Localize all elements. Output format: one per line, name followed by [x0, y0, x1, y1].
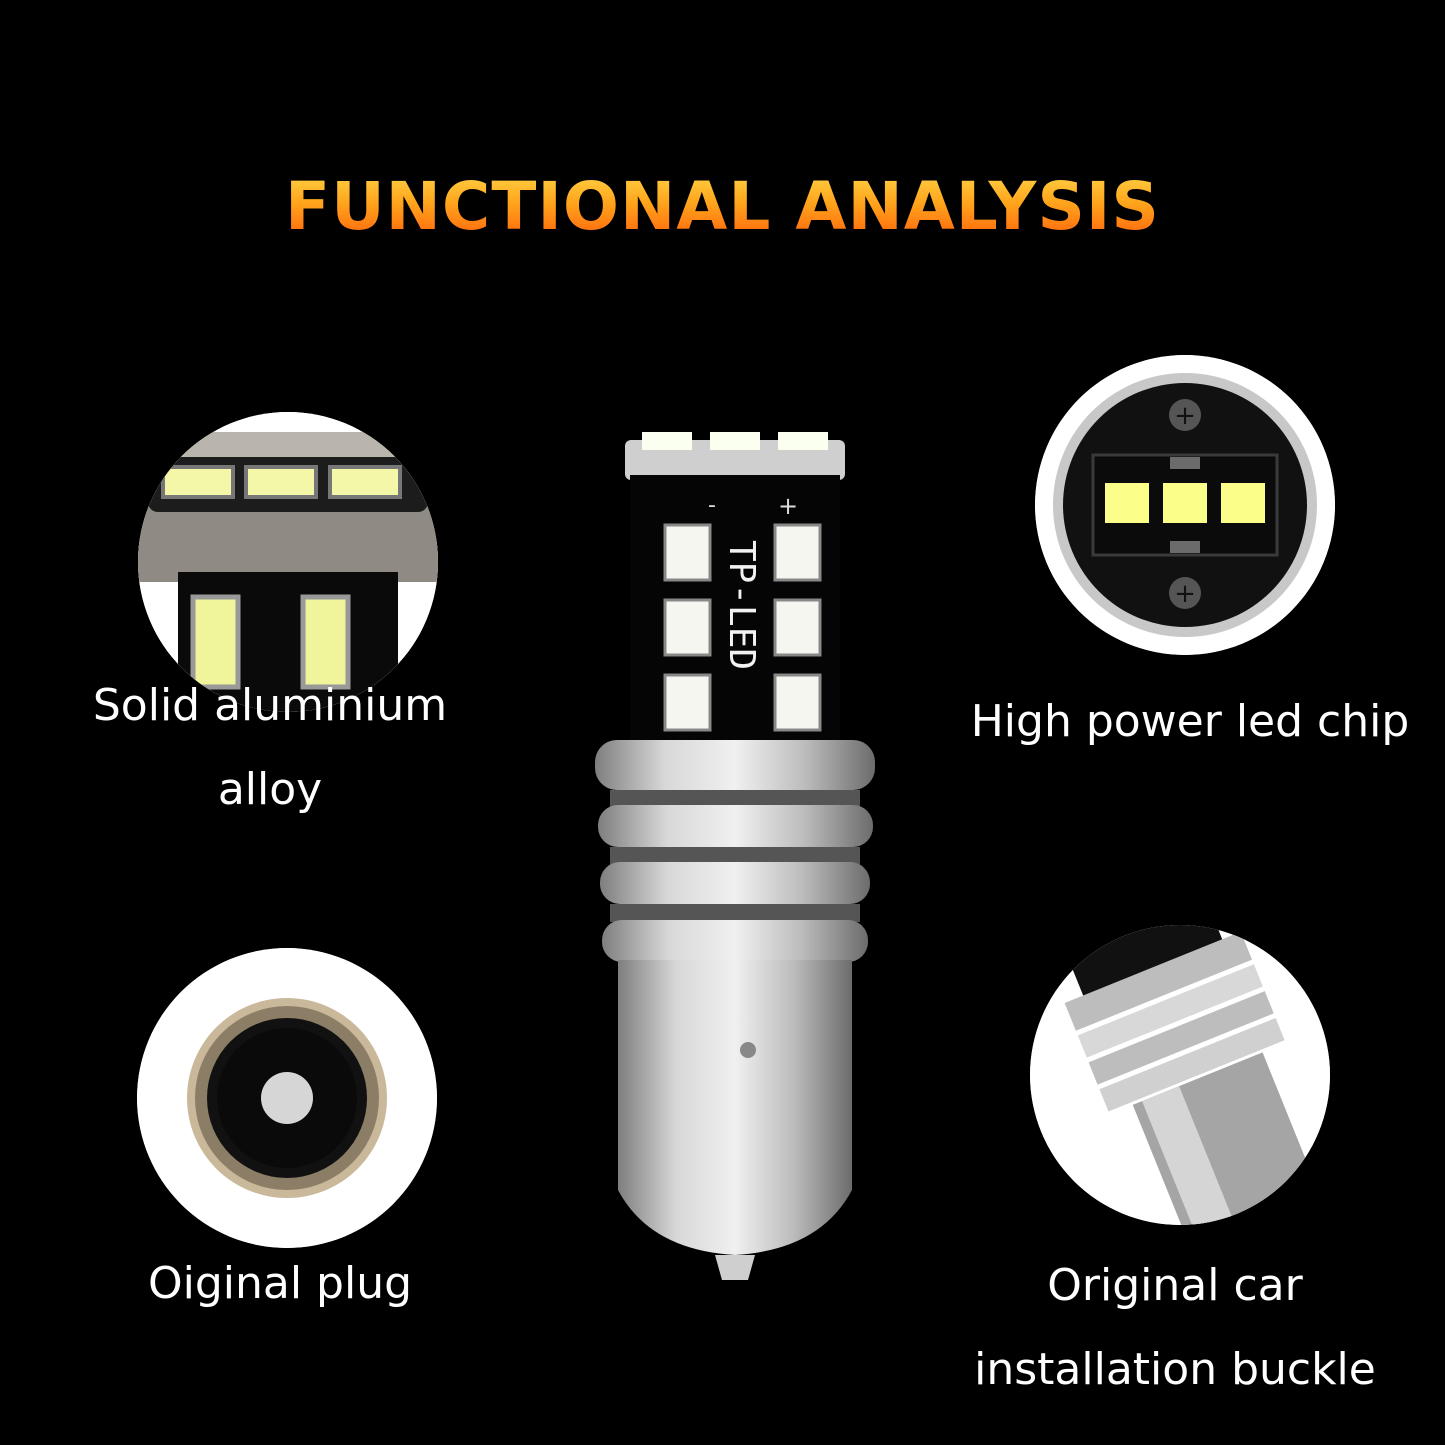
page-title: FUNCTIONAL ANALYSIS: [0, 168, 1445, 245]
buckle-caption-line2: installation buckle: [974, 1344, 1376, 1395]
led-chip-caption: High power led chip: [970, 696, 1410, 747]
aluminium-caption-line2: alloy: [217, 764, 323, 815]
svg-text:+: +: [1174, 401, 1196, 431]
aluminium-detail-icon: [138, 412, 438, 712]
svg-text:+: +: [1174, 579, 1196, 609]
aluminium-caption-line1: Solid aluminium: [92, 680, 448, 731]
buckle-caption-line1: Original car: [1047, 1260, 1303, 1311]
led-chip-detail-icon: + +: [1035, 355, 1335, 655]
plug-caption: Oiginal plug: [147, 1258, 413, 1309]
plug-detail-icon: [137, 948, 437, 1248]
pcb-minus-top: -: [708, 493, 716, 518]
pcb-plus-top: +: [778, 492, 798, 520]
pcb-label: TP-LED: [721, 540, 762, 670]
led-bulb-icon: - + - + TP-LED: [570, 420, 900, 1324]
buckle-detail-icon: [1030, 925, 1330, 1225]
